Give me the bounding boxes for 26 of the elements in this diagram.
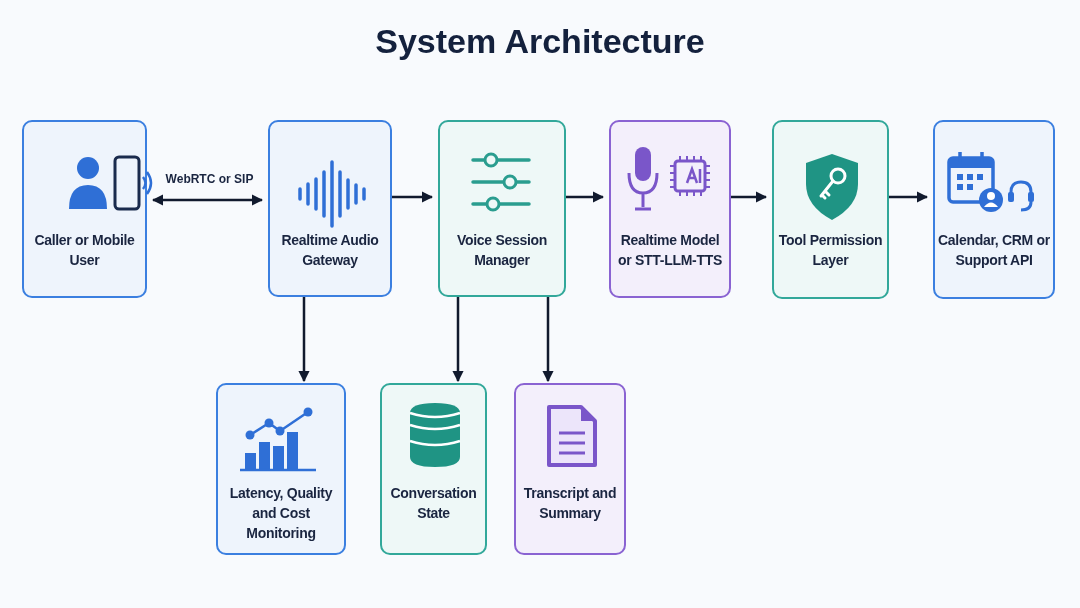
- component-label: Realtime Audio Gateway: [280, 231, 380, 270]
- arrow: [542, 297, 554, 383]
- component-card: [380, 383, 487, 555]
- component-label: Voice Session Manager: [456, 231, 548, 270]
- component-label: Conversation State: [389, 484, 478, 523]
- component-card: [933, 120, 1055, 299]
- component-label: Latency, Quality and Cost Monitoring: [228, 484, 334, 543]
- component-card: [609, 120, 731, 298]
- component-card: [514, 383, 626, 555]
- arrow: [151, 194, 264, 206]
- component-card: [268, 120, 392, 297]
- component-label: Realtime Model or STT-LLM-TTS: [617, 231, 723, 270]
- arrow: [452, 297, 464, 383]
- component-card: [438, 120, 566, 297]
- component-label: Transcript and Summary: [522, 484, 618, 523]
- arrow: [298, 297, 310, 383]
- component-card: [772, 120, 889, 299]
- arrow: [392, 191, 434, 203]
- arrow: [889, 191, 929, 203]
- component-label: Calendar, CRM or Support API: [938, 231, 1050, 270]
- component-label: Tool Permission Layer: [777, 231, 884, 270]
- component-card: [216, 383, 346, 555]
- arrow: [731, 191, 768, 203]
- component-label: Caller or Mobile User: [33, 231, 136, 270]
- diagram-title: System Architecture: [375, 22, 705, 61]
- arrow: [566, 191, 605, 203]
